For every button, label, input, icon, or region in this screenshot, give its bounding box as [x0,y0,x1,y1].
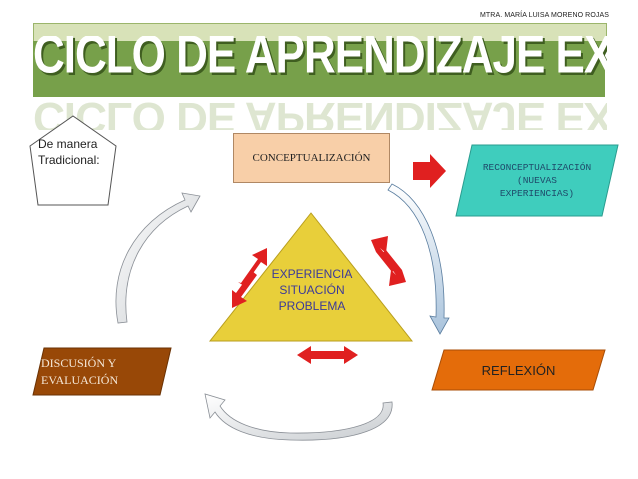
curved-arrow-left [115,192,201,324]
curved-arrow-right [387,183,450,335]
reflexion-shape [431,349,606,391]
node-reflexion-label: REFLEXIÓN [481,362,556,378]
node-reconceptualizacion-label: RECONCEPTUALIZACIÓN (NUEVAS EXPERIENCIAS… [482,162,592,199]
callout-label: De manera Tradicional: [38,137,100,167]
node-conceptualizacion: CONCEPTUALIZACIÓN [233,133,390,183]
node-conceptualizacion-label: CONCEPTUALIZACIÓN [252,152,371,164]
title-band [33,41,605,97]
node-discusion: DISCUSIÓN Y EVALUACIÓN [33,348,179,395]
center-triangle [208,212,414,342]
page-title: CICLO DE APRENDIZAJE EXPERENCIAL [33,36,607,85]
curved-arrow-bottom [204,393,393,441]
double-arrow-left [232,248,267,308]
author-credit: MTRA. MARÍA LUISA MORENO ROJAS [480,12,610,19]
center-label: EXPERIENCIA SITUACIÓN PROBLEMA [271,267,353,313]
red-arrow-right [413,154,446,188]
reconceptualizacion-shape [455,144,619,217]
double-arrow-bottom [297,346,358,364]
callout-shape [29,115,117,206]
node-reflexion: REFLEXIÓN [432,350,605,390]
double-arrow-right [371,236,406,286]
discusion-shape [32,347,172,396]
node-discusion-label: DISCUSIÓN Y EVALUACIÓN [41,355,119,387]
node-reconceptualizacion: RECONCEPTUALIZACIÓN (NUEVAS EXPERIENCIAS… [456,145,618,216]
